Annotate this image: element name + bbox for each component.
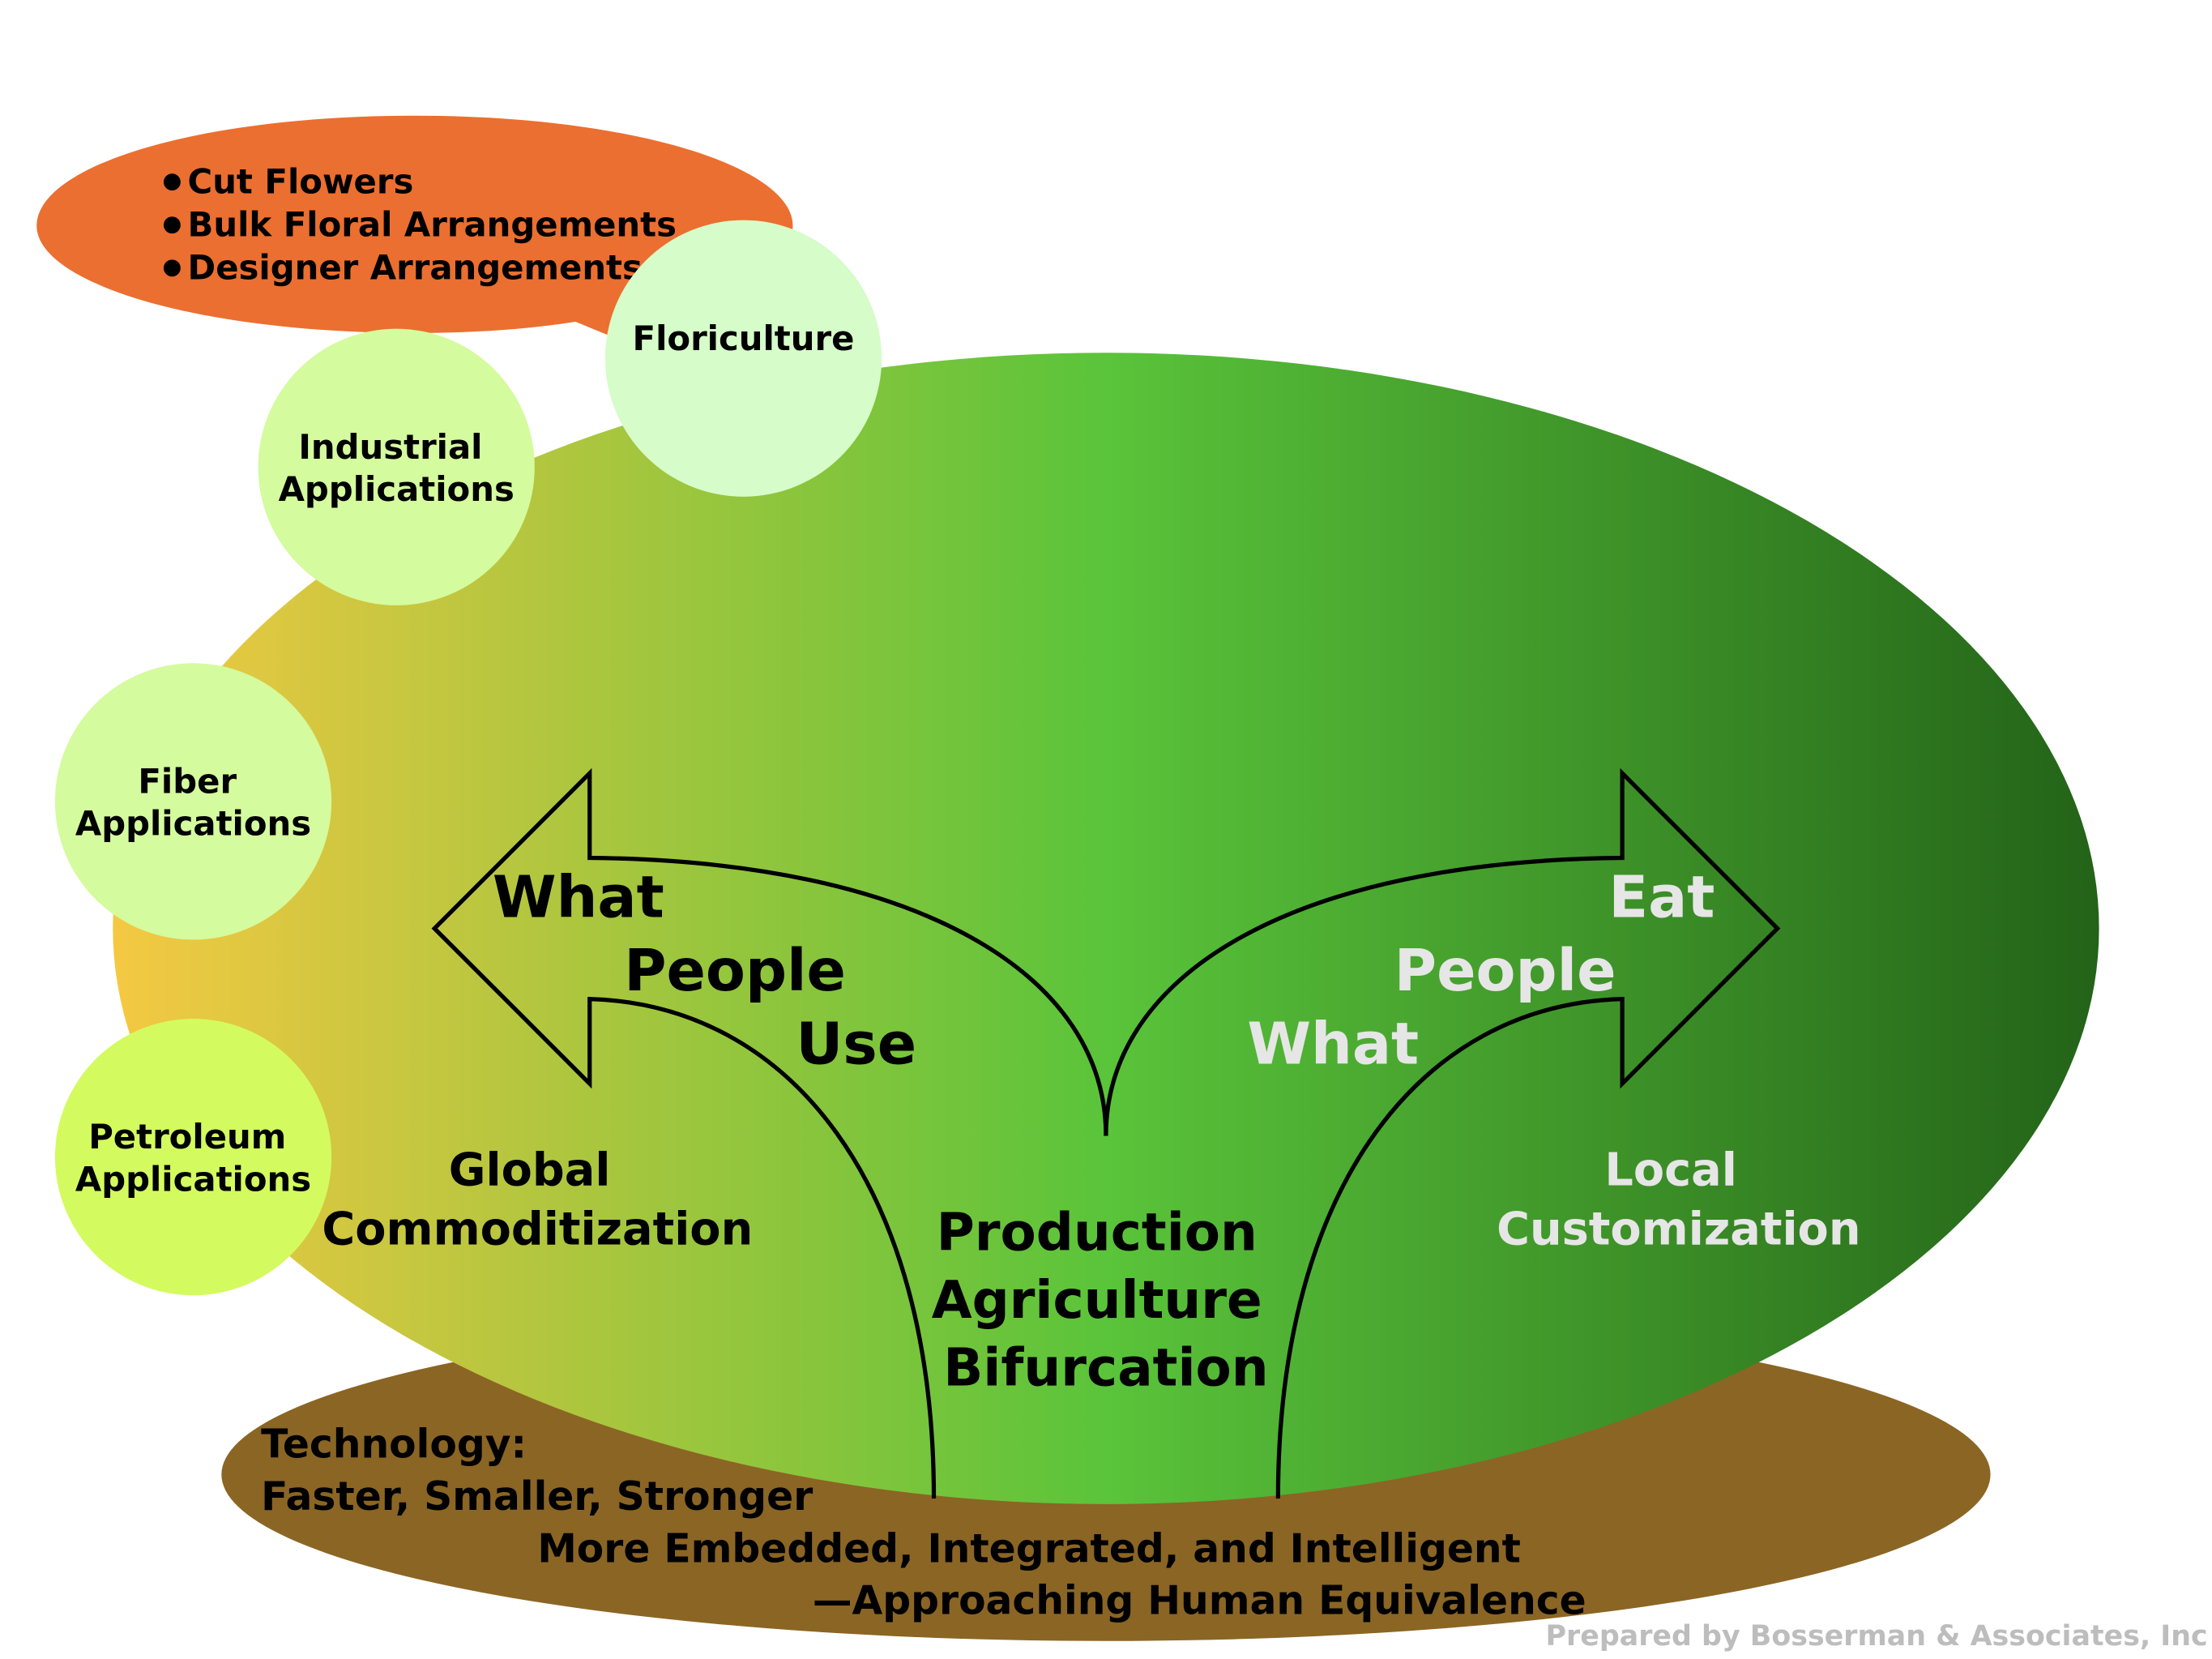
technology-heading: Technology: [261, 1422, 527, 1467]
callout-bubble [36, 115, 793, 342]
petroleum-applications-label: Petroleum Applications [75, 1117, 311, 1199]
fiber-applications-circle [54, 663, 332, 940]
technology-line-1: Faster, Smaller, Stronger [261, 1474, 813, 1520]
bullet-dot [163, 259, 181, 277]
right-arrow [1104, 768, 1781, 1499]
callout-item: Designer Arrangements [188, 248, 643, 288]
petroleum-applications-circle [54, 1019, 332, 1296]
bullet-dot [163, 173, 181, 191]
global-commoditization-label: Global Commoditization [322, 1144, 753, 1255]
technology-line-2: More Embedded, Integrated, and Intellige… [537, 1526, 1521, 1571]
left-arrow-word-what: What [493, 864, 664, 931]
credit-text: Prepared by Bosserman & Associates, Inc [1546, 1620, 2208, 1653]
callout-item: Bulk Floral Arrangements [188, 205, 677, 245]
production-agriculture-bifurcation-label: Production Agriculture Bifurcation [932, 1203, 1280, 1399]
left-arrow-word-use: Use [796, 1011, 916, 1078]
bullet-dot [163, 216, 181, 234]
left-arrow-word-people: People [624, 937, 846, 1004]
right-arrow-word-what: What [1247, 1011, 1419, 1078]
bifurcation-arrows [431, 768, 1781, 1499]
local-customization-label: Local Customization [1497, 1144, 1860, 1255]
floriculture-label: Floriculture [633, 319, 855, 358]
callout-item: Cut Flowers [188, 162, 414, 202]
left-arrow [431, 768, 1108, 1499]
main-ellipse [113, 353, 2099, 1504]
right-arrow-word-people: People [1394, 937, 1616, 1004]
technology-line-3: —Approaching Human Equivalence [813, 1579, 1586, 1624]
fiber-applications-label: Fiber Applications [75, 761, 311, 843]
industrial-applications-label: Industrial Applications [279, 427, 515, 509]
floriculture-circle [604, 220, 882, 497]
right-arrow-word-eat: Eat [1608, 864, 1715, 931]
industrial-applications-circle [258, 328, 535, 605]
